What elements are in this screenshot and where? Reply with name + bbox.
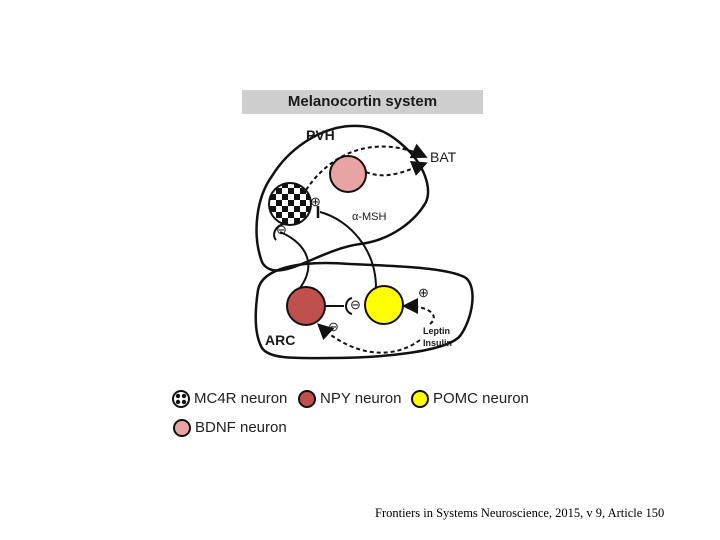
legend-npy-label: NPY neuron: [320, 390, 402, 407]
bdnf-neuron: [329, 155, 367, 193]
npy-to-pomc-terminal: [345, 297, 353, 315]
legend-bdnf-label: BDNF neuron: [195, 419, 287, 436]
leptin-to-pomc-arrow: [402, 298, 435, 325]
npy-neuron-icon: [298, 390, 316, 408]
plus-sign-pomc: ⊕: [418, 285, 429, 300]
citation: Frontiers in Systems Neuroscience, 2015,…: [375, 506, 665, 520]
minus-sign-mc4r: ⊖: [276, 222, 287, 237]
npy-neuron: [286, 286, 326, 326]
title-bar: [242, 90, 483, 114]
minus-sign-npy: ⊖: [328, 319, 339, 334]
bdnf-neuron-icon: [173, 419, 191, 437]
leptin-to-npy-arrow: [317, 323, 421, 354]
bdnf-to-bat-arrow: [365, 161, 428, 177]
mc4r-neuron-icon: [172, 390, 190, 408]
minus-sign-pomc: ⊖: [350, 297, 361, 312]
legend-pomc-label: POMC neuron: [433, 390, 529, 407]
pomc-neuron-icon: [411, 390, 429, 408]
npy-to-mc4r-projection: [279, 231, 310, 289]
pvh-label: PVH: [306, 127, 335, 143]
alpha-msh-label: α-MSH: [352, 211, 387, 223]
mc4r-to-bat-arrow: [305, 143, 428, 191]
arc-label: ARC: [265, 332, 296, 348]
pomc-neuron: [364, 285, 404, 325]
mc4r-neuron: [268, 182, 312, 226]
bat-label: BAT: [430, 149, 457, 165]
arc-region-outline: [254, 261, 474, 360]
insulin-label: Insulin: [423, 338, 452, 348]
leptin-label: Leptin: [423, 326, 450, 336]
legend-mc4r-label: MC4R neuron: [194, 390, 288, 407]
alpha-msh-projection: [319, 211, 377, 289]
npy-to-mc4r-terminal: [273, 223, 285, 241]
diagram-title: Melanocortin system: [287, 93, 438, 110]
plus-sign-mc4r: ⊕: [310, 194, 321, 209]
